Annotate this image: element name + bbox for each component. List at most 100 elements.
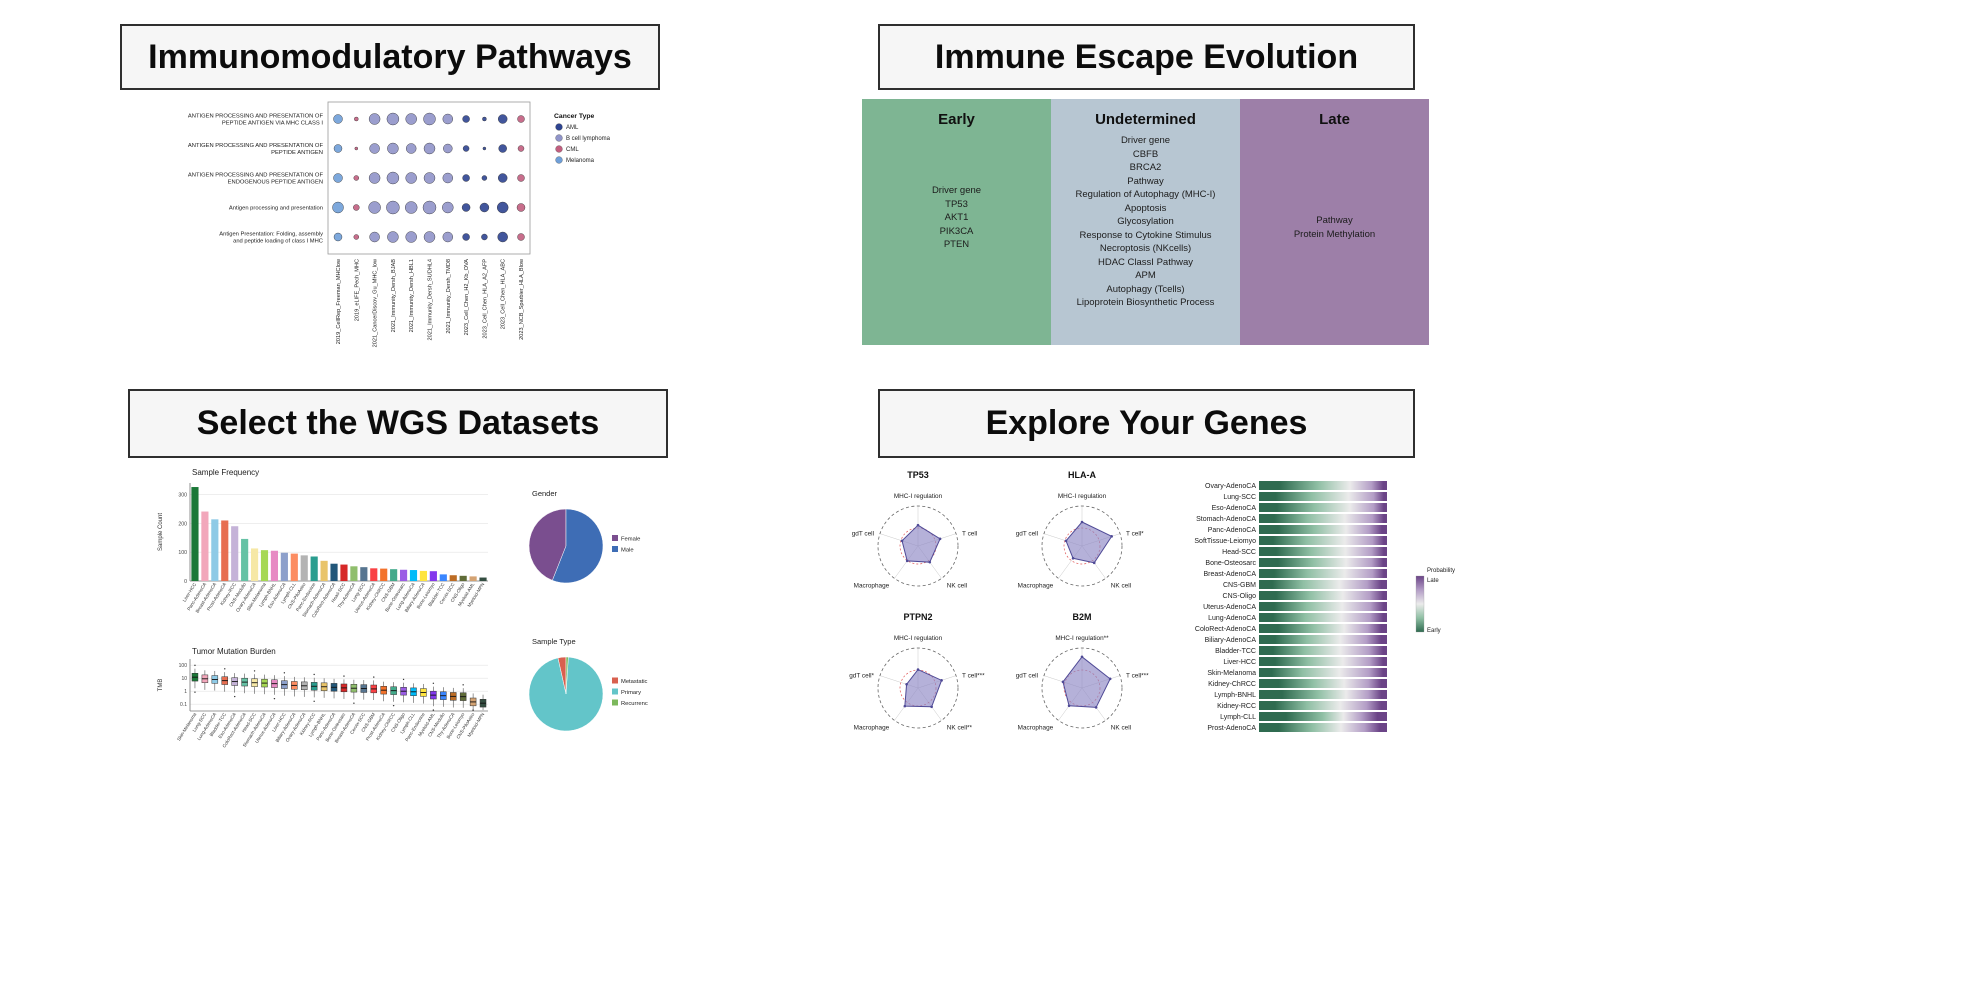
dot xyxy=(423,142,436,155)
dot xyxy=(386,200,400,215)
legend-title: Probability xyxy=(1427,568,1455,574)
cancer-type-label: Kidney-RCC xyxy=(1217,703,1256,710)
cancer-type-label: Breast-AdenoCA xyxy=(1203,571,1256,578)
radar-axis-label: T cell* xyxy=(1126,531,1144,538)
dataset-label: 2019_eLIFE_Pech_MHC xyxy=(354,259,360,321)
probability-bar xyxy=(1259,679,1387,688)
radar-polygon xyxy=(904,668,943,708)
bar xyxy=(399,569,408,581)
evolution-item: Necroptosis (NKcells) xyxy=(1099,243,1192,254)
cancer-type-label: Uterus-AdenoCA xyxy=(1203,604,1256,611)
legend-label: Melanoma xyxy=(566,158,595,164)
legend-swatch xyxy=(612,535,618,541)
pie-slice xyxy=(565,656,569,695)
outlier xyxy=(402,678,405,681)
explore-your-genes-button[interactable]: Explore Your Genes xyxy=(878,389,1415,458)
radar-axis-label: MHC-I regulation xyxy=(1058,493,1107,500)
probability-bar xyxy=(1259,514,1387,523)
probability-bar xyxy=(1259,657,1387,666)
legend-label: AML xyxy=(566,125,579,131)
tumor-mutation-burden-chart[interactable]: Tumor Mutation Burden0.1110100TMBSkin-Me… xyxy=(152,645,527,757)
outlier xyxy=(373,676,375,678)
evolution-item: BRCA2 xyxy=(1129,162,1162,173)
cancer-type-label: CNS-Oligo xyxy=(1223,593,1257,600)
bar xyxy=(350,566,358,581)
outlier xyxy=(343,675,345,677)
probability-bar xyxy=(1259,712,1387,721)
outlier xyxy=(432,709,435,711)
dot xyxy=(369,231,380,243)
radar-polygon xyxy=(1065,521,1113,564)
radar-polygon xyxy=(1062,656,1111,708)
cancer-type-label: ColoRect-AdenoCA xyxy=(1195,626,1256,633)
evolution-item: PIK3CA xyxy=(939,225,974,237)
evolution-item: Glycosylation xyxy=(1117,216,1174,227)
evolution-header: Undetermined xyxy=(1095,111,1196,128)
pathway-label: and peptide loading of class I MHC xyxy=(233,239,323,245)
bar xyxy=(449,575,457,581)
dot xyxy=(333,114,343,124)
dataset-label: 2021_Immunity_Dersh_HBL1 xyxy=(409,259,415,332)
radar-axis-label: gdT cell xyxy=(1016,531,1038,538)
probability-bar xyxy=(1259,613,1387,622)
radar-vertex xyxy=(905,682,908,686)
dot xyxy=(497,231,508,243)
radar-vertex xyxy=(1061,680,1065,684)
evolution-item: Driver gene xyxy=(1120,135,1171,146)
radar-title: PTPN2 xyxy=(903,612,932,622)
y-tick: 100 xyxy=(178,550,187,556)
evolution-item: CBFB xyxy=(1132,148,1159,160)
probability-bar xyxy=(1259,690,1387,699)
evolution-item: AKT1 xyxy=(944,212,969,223)
legend-swatch xyxy=(612,677,618,684)
legend-swatch xyxy=(612,546,618,552)
pathway-label: ANTIGEN PROCESSING AND PRESENTATION OF xyxy=(188,173,324,179)
y-axis-label: Sample Count xyxy=(158,513,164,551)
bar xyxy=(270,550,279,581)
immunomodulatory-pathways-button[interactable]: Immunomodulatory Pathways xyxy=(120,24,660,90)
dot xyxy=(462,233,470,241)
evolution-item: APM xyxy=(1135,270,1156,281)
y-tick: 0.1 xyxy=(180,702,187,708)
select-wgs-datasets-button[interactable]: Select the WGS Datasets xyxy=(128,389,668,458)
legend-label: CML xyxy=(566,147,579,153)
chart-title: Sample Type xyxy=(532,637,576,646)
bar xyxy=(250,548,259,581)
cancer-type-label: Biliary-AdenoCA xyxy=(1205,637,1257,644)
radar-vertex xyxy=(1064,539,1068,543)
outlier xyxy=(462,684,464,686)
bar xyxy=(409,570,418,581)
cancer-type-label: Bladder-TCC xyxy=(1215,648,1256,655)
immune-escape-evolution-button[interactable]: Immune Escape Evolution xyxy=(878,24,1415,90)
radar-polygon xyxy=(901,524,941,563)
pathway-label: ENDOGENOUS PEPTIDE ANTIGEN xyxy=(228,180,323,186)
probability-bars-chart[interactable]: Ovary-AdenoCALung-SCCEso-AdenoCAStomach-… xyxy=(1185,476,1410,738)
probability-bar xyxy=(1259,492,1387,501)
dot xyxy=(406,143,417,154)
probability-colorbar xyxy=(1415,575,1425,633)
cancer-type-label: Liver-HCC xyxy=(1223,659,1256,666)
outlier xyxy=(253,670,256,672)
dot xyxy=(482,146,487,151)
radar-vertex xyxy=(1080,655,1084,659)
probability-bar xyxy=(1259,536,1387,545)
bar xyxy=(320,560,328,581)
immunomodulatory-dotplot-chart[interactable]: ANTIGEN PROCESSING AND PRESENTATION OFPE… xyxy=(150,96,670,376)
dot xyxy=(498,144,507,153)
legend-swatch xyxy=(555,145,563,153)
legend-label: Female xyxy=(621,537,640,543)
dot xyxy=(386,112,400,126)
dot xyxy=(516,203,526,212)
cancer-type-label: Panc-AdenoCA xyxy=(1208,527,1257,534)
bar xyxy=(260,550,269,581)
